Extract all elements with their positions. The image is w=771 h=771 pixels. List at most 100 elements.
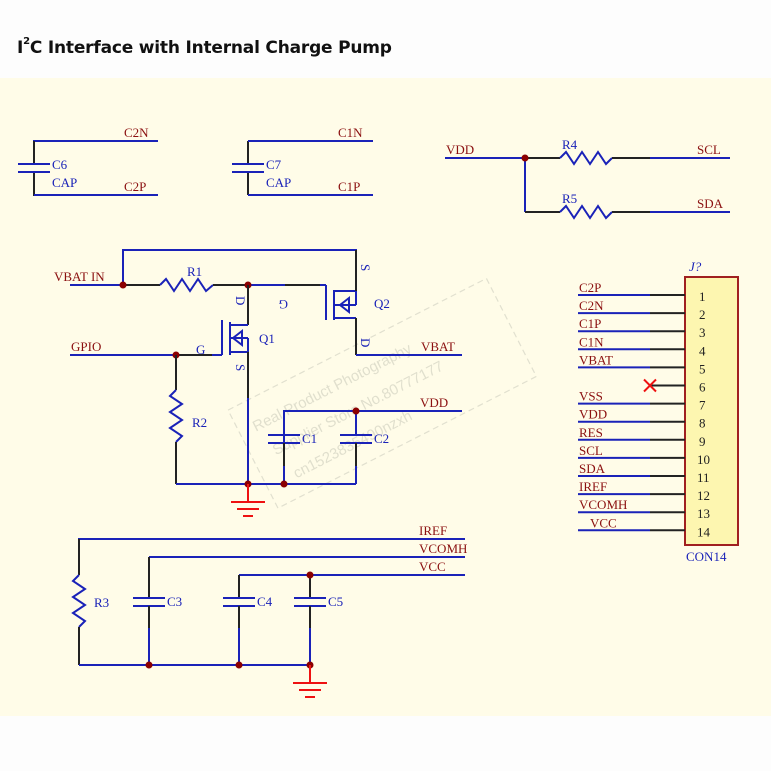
resistor-r2 [168,389,184,443]
q1-drain-pin: D [233,296,248,305]
connector-net-label: VDD [579,407,607,422]
junction-dot [119,281,127,289]
r1-ref: R1 [187,264,202,279]
connector-net-label: C2N [579,298,604,313]
junction-dot [235,661,243,669]
net-label-c1n: C1N [338,125,363,140]
connector-pin-1: C2P 1 [578,280,706,304]
watermark: Real Product Photography Supplier Store … [227,277,538,509]
net-label-iref: IREF [419,523,447,538]
q1-ref: Q1 [259,331,275,346]
connector-net-label: VCC [590,515,617,530]
net-label-vbat-in: VBAT IN [54,269,105,284]
net-label-vcomh: VCOMH [419,541,467,556]
connector-pin-10: SCL 10 [578,443,710,467]
connector-pin-11: SDA 11 [578,461,710,485]
resistor-r5 [559,204,613,220]
c7-value: CAP [266,175,291,190]
bias-network-block: IREF VCOMH VCC R3 C3 C4 C5 [71,523,467,698]
connector-body [684,276,739,546]
net-label-scl: SCL [697,142,721,157]
connector-pin-4: C1N 4 [578,334,706,358]
r5-ref: R5 [562,191,577,206]
connector-net-label: C1P [579,316,601,331]
connector-net-label: C1N [579,334,604,349]
net-label-vbat: VBAT [421,339,455,354]
connector-pin-number: 13 [697,506,710,521]
page-title: I2C Interface with Internal Charge Pump [17,36,392,58]
connector-designator: J? [689,259,702,274]
connector-pin-5: VBAT 5 [578,352,706,376]
junction-dot [145,661,153,669]
q2-source-pin: S [358,264,373,271]
connector-pin-13: VCOMH 13 [578,497,710,521]
connector-pin-number: 14 [697,524,711,539]
resistor-r1 [159,277,214,293]
r4-ref: R4 [562,137,578,152]
c6-ref: C6 [52,157,68,172]
junction-dot [521,154,529,162]
connector-pin-number: 12 [697,488,710,503]
net-label-vdd-decoupling: VDD [420,395,448,410]
connector-pin-number: 1 [699,289,706,304]
connector-pin-8: VDD 8 [578,407,706,431]
connector-net-label: VSS [579,389,603,404]
connector-net-label: SDA [579,461,606,476]
q1-gate-pin: G [196,342,205,357]
connector-pin-14: VCC 14 [578,515,711,539]
q2-ref: Q2 [374,296,390,311]
junction-dot [352,407,360,415]
c4-ref: C4 [257,594,273,609]
watermark-box [227,277,538,509]
connector-pin-number: 10 [697,452,710,467]
resistor-r3 [71,574,87,628]
net-label-vdd: VDD [446,142,474,157]
connector-pin-12: IREF 12 [578,479,710,503]
c6-value: CAP [52,175,77,190]
connector-pin-number: 3 [699,325,706,340]
connector-pin-number: 2 [699,307,706,322]
connector-net-label: C2P [579,280,601,295]
r3-ref: R3 [94,595,109,610]
connector-pin-2: C2N 2 [578,298,706,322]
c2-ref: C2 [374,431,389,446]
ground-symbol [231,484,265,517]
c1-ref: C1 [302,431,317,446]
r2-ref: R2 [192,415,207,430]
connector-net-label: SCL [579,443,603,458]
q1-source-pin: S [233,364,248,371]
junction-dot [306,571,314,579]
c5-ref: C5 [328,594,343,609]
connector-pin-7: VSS 7 [578,389,706,413]
transistor-q1 [221,320,249,484]
junction-dot [280,480,288,488]
connector-pin-number: 5 [699,361,706,376]
net-label-vcc: VCC [419,559,446,574]
connector-pin-number: 7 [699,398,706,413]
connector-pin-number: 8 [699,416,706,431]
transistor-q2 [325,250,462,356]
net-label-c2n: C2N [124,125,149,140]
net-label-c1p: C1P [338,179,360,194]
i2c-pullup-block: VDD R4 R5 SCL SDA [445,137,730,220]
c7-ref: C7 [266,157,282,172]
connector-net-label: VBAT [579,352,613,367]
connector-pin-number: 9 [699,434,706,449]
connector-pin-6: 6 [643,378,706,395]
power-switch-block: VBAT IN GPIO VBAT VDD R1 R2 Q1 Q2 G D S … [54,249,462,517]
ground-symbol [293,665,327,698]
connector-part: CON14 [686,549,727,564]
net-label-sda: SDA [697,196,724,211]
connector-net-label: VCOMH [579,497,627,512]
resistor-r4 [559,150,613,166]
connector-pin-number: 11 [697,470,710,485]
capacitor-c7-block: C7 CAP C1N C1P [232,125,373,196]
schematic-sheet [0,78,771,716]
connector-net-label: IREF [579,479,607,494]
net-label-gpio: GPIO [71,339,101,354]
connector-pin-number: 4 [699,343,706,358]
connector-pin-3: C1P 3 [578,316,706,340]
